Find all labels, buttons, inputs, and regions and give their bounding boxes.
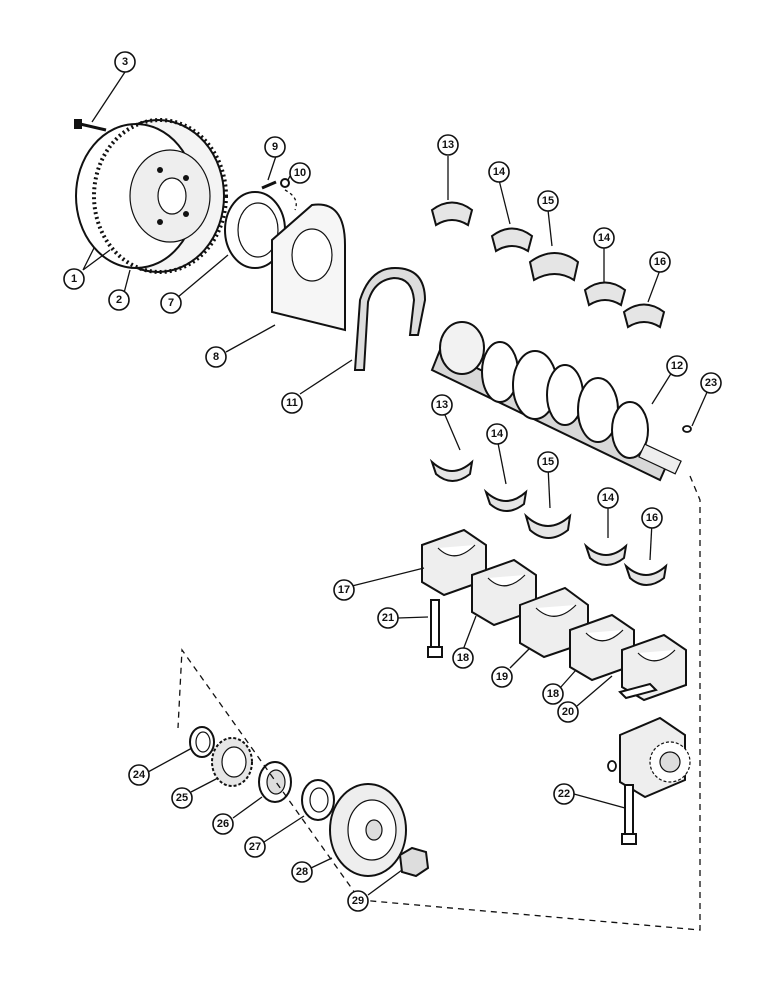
svg-text:23: 23 — [705, 377, 717, 389]
cap-bolt-icon — [427, 599, 443, 658]
thrust-washer-icon — [189, 726, 215, 758]
crankshaft-gear-icon — [211, 737, 253, 787]
svg-text:26: 26 — [217, 818, 229, 830]
svg-text:29: 29 — [352, 895, 364, 907]
lower-bearing-shell-14-icon — [483, 488, 528, 512]
lower-bearing-shell-13-icon — [429, 458, 474, 482]
pulley-nut-icon — [398, 846, 430, 878]
callout-20: 20 — [557, 701, 579, 723]
svg-text:14: 14 — [491, 428, 504, 440]
callout-27: 27 — [244, 836, 266, 858]
svg-text:9: 9 — [272, 141, 278, 153]
oil-pump-bolt-icon — [621, 784, 637, 845]
callout-29: 29 — [347, 890, 369, 912]
oil-pump-gasket-icon — [618, 682, 658, 700]
lower-thrust-bearing-15-icon — [524, 512, 572, 539]
oil-pump-ring-icon — [607, 760, 617, 772]
callout-28: 28 — [291, 861, 313, 883]
callout-15-upper: 15 — [537, 190, 559, 212]
svg-text:3: 3 — [122, 56, 128, 68]
callout-8: 8 — [205, 346, 227, 368]
upper-bearing-shell-14b-icon — [583, 281, 627, 307]
key-icon — [682, 425, 692, 433]
callout-13-upper: 13 — [437, 134, 459, 156]
svg-text:14: 14 — [493, 166, 506, 178]
svg-text:18: 18 — [457, 652, 469, 664]
upper-bearing-shell-16-icon — [622, 303, 666, 329]
upper-bearing-shell-13-icon — [430, 201, 474, 227]
callout-14-upper-a: 14 — [488, 161, 510, 183]
svg-text:1: 1 — [71, 273, 77, 285]
callout-11: 11 — [281, 392, 303, 414]
flywheel-bolt-icon — [74, 119, 107, 132]
callout-23: 23 — [700, 372, 722, 394]
svg-text:22: 22 — [558, 788, 570, 800]
svg-text:7: 7 — [168, 297, 174, 309]
callout-14-lower-a: 14 — [486, 423, 508, 445]
svg-text:27: 27 — [249, 841, 261, 853]
svg-text:14: 14 — [598, 232, 611, 244]
svg-text:24: 24 — [133, 769, 146, 781]
svg-text:25: 25 — [176, 792, 188, 804]
svg-text:28: 28 — [296, 866, 308, 878]
svg-text:16: 16 — [654, 256, 666, 268]
flywheel-icon — [75, 118, 228, 274]
svg-text:20: 20 — [562, 706, 574, 718]
callout-9: 9 — [264, 136, 286, 158]
callout-1: 1 — [63, 268, 85, 290]
callout-17: 17 — [333, 579, 355, 601]
svg-text:11: 11 — [286, 397, 298, 409]
lower-bearing-shell-16-icon — [623, 562, 668, 586]
callout-3: 3 — [114, 51, 136, 73]
callout-19: 19 — [491, 666, 513, 688]
main-bearing-cap-20-icon — [621, 633, 687, 702]
pulley-icon — [329, 783, 407, 877]
front-seal-icon — [301, 779, 335, 821]
gasket-icon — [353, 266, 427, 371]
svg-text:13: 13 — [442, 139, 454, 151]
oil-pump-icon — [619, 716, 691, 799]
callout-18-b: 18 — [542, 683, 564, 705]
callout-25: 25 — [171, 787, 193, 809]
callout-26: 26 — [212, 813, 234, 835]
svg-text:14: 14 — [602, 492, 615, 504]
svg-text:15: 15 — [542, 456, 554, 468]
callout-7: 7 — [160, 292, 182, 314]
callout-13-lower: 13 — [431, 394, 453, 416]
callout-24: 24 — [128, 764, 150, 786]
upper-bearing-shell-14-icon — [490, 227, 534, 253]
seal-retainer-icon — [271, 203, 346, 332]
crankshaft-icon — [430, 321, 682, 482]
callout-14-upper-b: 14 — [593, 227, 615, 249]
callout-21: 21 — [377, 607, 399, 629]
svg-text:19: 19 — [496, 671, 508, 683]
callout-18-a: 18 — [452, 647, 474, 669]
callout-22: 22 — [553, 783, 575, 805]
callout-16-upper: 16 — [649, 251, 671, 273]
svg-text:16: 16 — [646, 512, 658, 524]
callout-16-lower: 16 — [641, 507, 663, 529]
svg-text:18: 18 — [547, 688, 559, 700]
svg-text:10: 10 — [294, 167, 306, 179]
retainer-bolt-icon — [261, 180, 277, 190]
lower-bearing-shell-14b-icon — [583, 542, 628, 566]
callout-15-lower: 15 — [537, 451, 559, 473]
callout-10: 10 — [289, 162, 311, 184]
callout-14-lower-b: 14 — [597, 487, 619, 509]
svg-text:17: 17 — [338, 584, 350, 596]
callout-12: 12 — [666, 355, 688, 377]
rear-seal-icon — [224, 191, 286, 269]
svg-text:13: 13 — [436, 399, 448, 411]
svg-text:8: 8 — [213, 351, 219, 363]
washer-icon — [280, 178, 290, 188]
upper-thrust-bearing-15-icon — [528, 252, 580, 282]
callout-2: 2 — [108, 289, 130, 311]
svg-text:12: 12 — [671, 360, 683, 372]
svg-text:2: 2 — [116, 294, 122, 306]
svg-text:21: 21 — [382, 612, 394, 624]
svg-text:15: 15 — [542, 195, 554, 207]
